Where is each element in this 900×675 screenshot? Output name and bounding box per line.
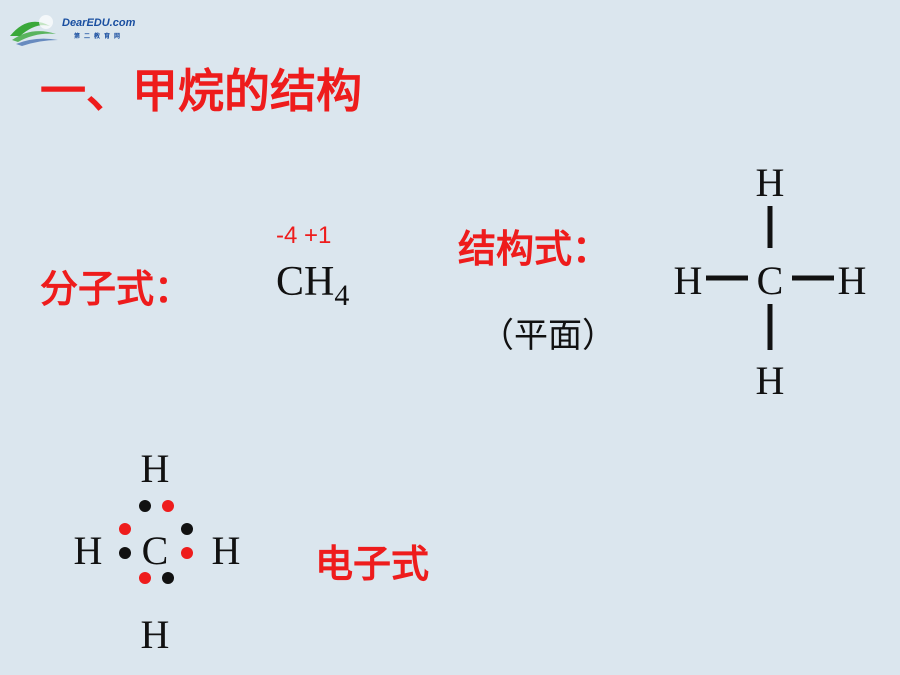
- struct-c-center: C: [757, 258, 784, 303]
- electron-right-top: [181, 523, 193, 535]
- lewis-h-right: H: [212, 528, 241, 573]
- electron-top-right: [162, 500, 174, 512]
- structural-formula-note: （平面）: [480, 316, 616, 356]
- electron-dots: [119, 500, 193, 584]
- logo-subtext: 第二教育网: [74, 33, 125, 40]
- electron-right-bottom: [181, 547, 193, 559]
- struct-h-left: H: [674, 258, 703, 303]
- dearedu-logo: [10, 15, 58, 46]
- electron-top-left: [139, 500, 151, 512]
- structural-formula-diagram: H H C H H: [674, 160, 867, 403]
- electron-left-top: [119, 523, 131, 535]
- page-title: 一、甲烷的结构: [40, 64, 362, 118]
- electron-formula-label: 电子式: [315, 542, 430, 586]
- lewis-h-bottom: H: [141, 612, 170, 657]
- lewis-c-center: C: [142, 528, 169, 573]
- lewis-h-top: H: [141, 446, 170, 491]
- formula-subscript: 4: [334, 279, 350, 312]
- molecular-formula: CH4: [276, 258, 349, 312]
- hydrogen-charge: +1: [304, 222, 332, 249]
- formula-hydrogen: H: [304, 259, 335, 305]
- electron-bottom-right: [162, 572, 174, 584]
- struct-h-right: H: [838, 258, 867, 303]
- structural-formula-label: 结构式：: [458, 227, 611, 271]
- carbon-charge: -4: [276, 222, 298, 249]
- oxidation-states: -4 +1: [276, 222, 331, 250]
- electron-formula-diagram: H H C H H: [74, 446, 241, 657]
- logo-text: DearEDU.com: [62, 17, 136, 29]
- lewis-h-left: H: [74, 528, 103, 573]
- struct-h-top: H: [756, 160, 785, 205]
- molecular-formula-label: 分子式：: [40, 267, 193, 311]
- struct-h-bottom: H: [756, 358, 785, 403]
- electron-bottom-left: [139, 572, 151, 584]
- formula-carbon: C: [276, 259, 305, 305]
- electron-left-bottom: [119, 547, 131, 559]
